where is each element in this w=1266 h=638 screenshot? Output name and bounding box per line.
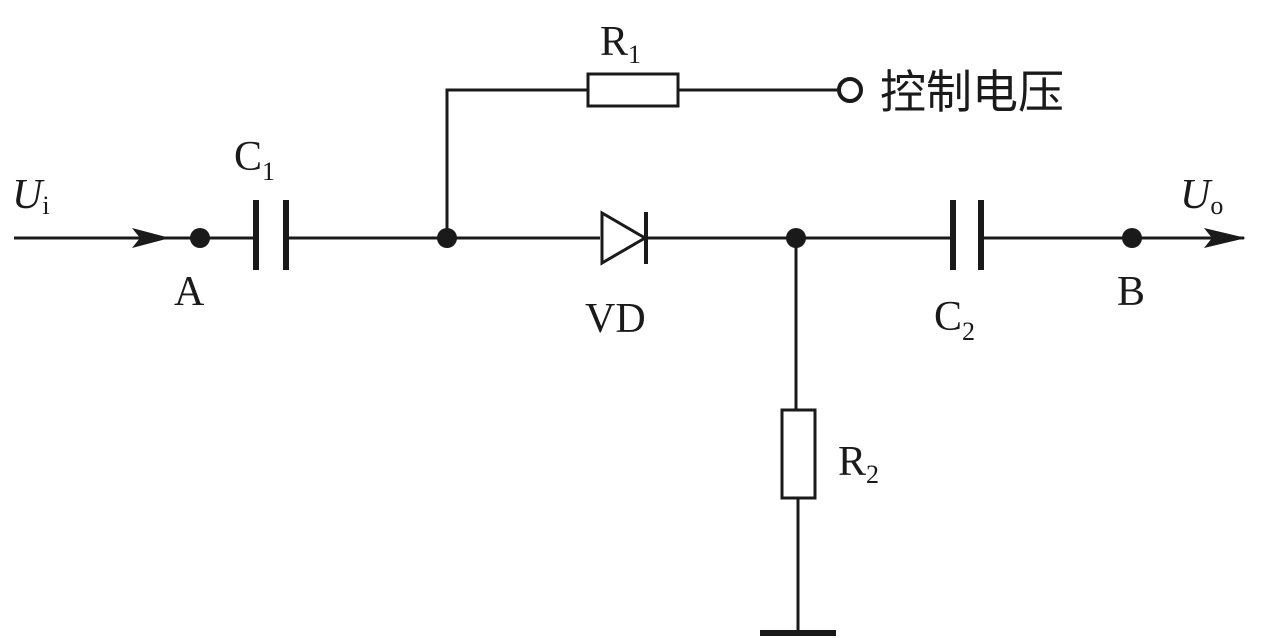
resistor-r1 <box>586 72 680 108</box>
control-voltage-terminal <box>837 77 863 103</box>
node-b-label: B <box>1117 269 1145 315</box>
diode-vd <box>600 210 648 266</box>
r1-label: R1 <box>600 19 641 69</box>
output-arrow <box>1204 228 1246 248</box>
junction-dot-left <box>437 228 457 248</box>
input-voltage-label: Ui <box>12 172 50 220</box>
capacitor-c1 <box>253 200 289 270</box>
control-voltage-label: 控制电压 <box>880 65 1064 119</box>
output-voltage-label: Uo <box>1180 172 1223 220</box>
node-a-label: A <box>174 269 205 315</box>
input-arrow <box>132 228 170 248</box>
capacitor-c2 <box>950 200 984 270</box>
r2-label: R2 <box>838 439 879 489</box>
resistor-r2 <box>780 408 817 500</box>
junction-dot-right <box>786 228 806 248</box>
c2-label: C2 <box>934 294 975 346</box>
diode-label: VD <box>585 296 646 342</box>
c1-label: C1 <box>234 134 275 186</box>
node-b-dot <box>1122 228 1142 248</box>
node-a-dot <box>190 228 210 248</box>
control-branch-wire <box>445 88 588 238</box>
